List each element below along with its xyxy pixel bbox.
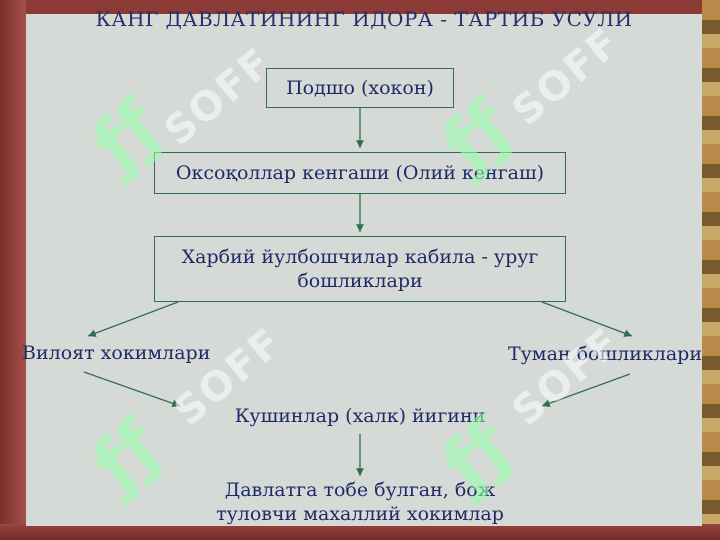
node-vassal-label-line1: Давлатга тобе булган, бож [224, 479, 496, 501]
slide-frame-right-ornament [702, 0, 720, 540]
arrow-district-to-assembly [541, 373, 631, 407]
node-ruler-label: Подшо (хокон) [286, 77, 434, 99]
node-vassal-label-line2: туловчи махаллий хокимлар [216, 503, 504, 525]
node-people-assembly: Кушинлар (халк) йигини [234, 405, 486, 427]
node-military-label-line1: Харбий йулбошчилар кабила - уруг [181, 246, 539, 268]
diagram-title: КАНГ ДАВЛАТИНИНГ ИДОРА - ТАРТИБ УСУЛИ [95, 7, 633, 31]
node-provincial-governors: Вилоят хокимлари [22, 342, 211, 364]
slide-frame-left [0, 0, 26, 540]
connector-layer [83, 108, 633, 476]
node-council-label: Оксоқоллар кенгаши (Олий кенгаш) [175, 162, 545, 184]
node-district-heads: Туман бошликлари [507, 343, 702, 365]
node-military-leaders: Харбий йулбошчилар кабила - уруг бошликл… [154, 236, 566, 302]
arrow-provincial-to-assembly [83, 371, 181, 408]
arrow-military-to-district [541, 301, 633, 337]
node-military-label-line2: бошликлари [297, 270, 423, 292]
slide-frame-bottom [0, 524, 720, 540]
slide-canvas: КАНГ ДАВЛАТИНИНГ ИДОРА - ТАРТИБ УСУЛИ По… [22, 8, 702, 526]
node-vassal-rulers: Давлатга тобе булган, бож туловчи махалл… [176, 478, 544, 526]
node-ruler: Подшо (хокон) [266, 68, 454, 108]
arrow-military-to-provincial [87, 301, 179, 337]
node-council: Оксоқоллар кенгаши (Олий кенгаш) [154, 152, 566, 194]
